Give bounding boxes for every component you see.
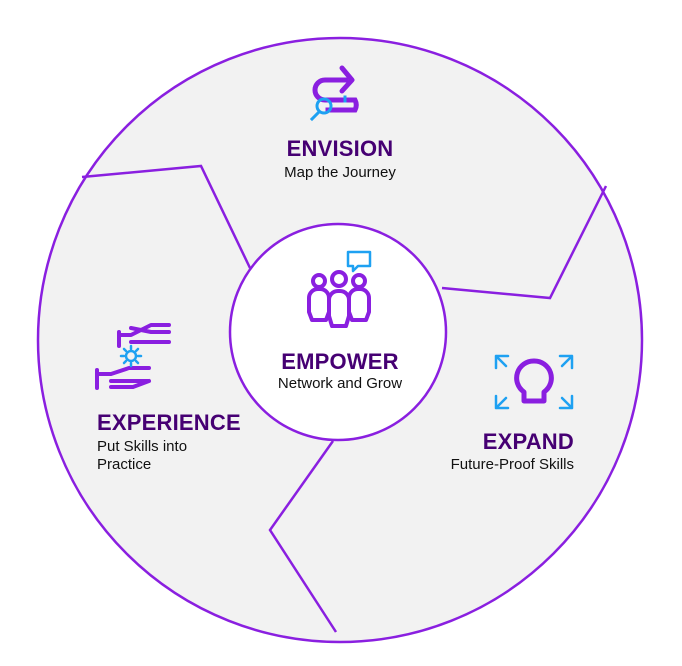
empower-subtitle: Network and Grow — [277, 375, 403, 392]
experience-subtitle-line1: Put Skills into — [97, 438, 188, 455]
envision-title: ENVISION — [286, 136, 394, 161]
divider-envision-experience — [81, 164, 252, 269]
divider-envision-expand — [441, 185, 608, 300]
envision-subtitle: Map the Journey — [284, 164, 396, 181]
divider-expand-experience — [268, 440, 338, 633]
expand-subtitle: Future-Proof Skills — [450, 456, 574, 473]
experience-subtitle-line2: Practice — [97, 456, 152, 473]
team-chat-icon — [307, 250, 372, 328]
hands-gear-icon — [95, 323, 171, 390]
expand-title: EXPAND — [482, 429, 574, 454]
route-search-icon — [309, 65, 359, 122]
experience-title: EXPERIENCE — [97, 410, 241, 435]
lightbulb-expand-icon — [494, 354, 574, 410]
empower-title: EMPOWER — [281, 349, 399, 374]
center-hub — [228, 222, 448, 442]
